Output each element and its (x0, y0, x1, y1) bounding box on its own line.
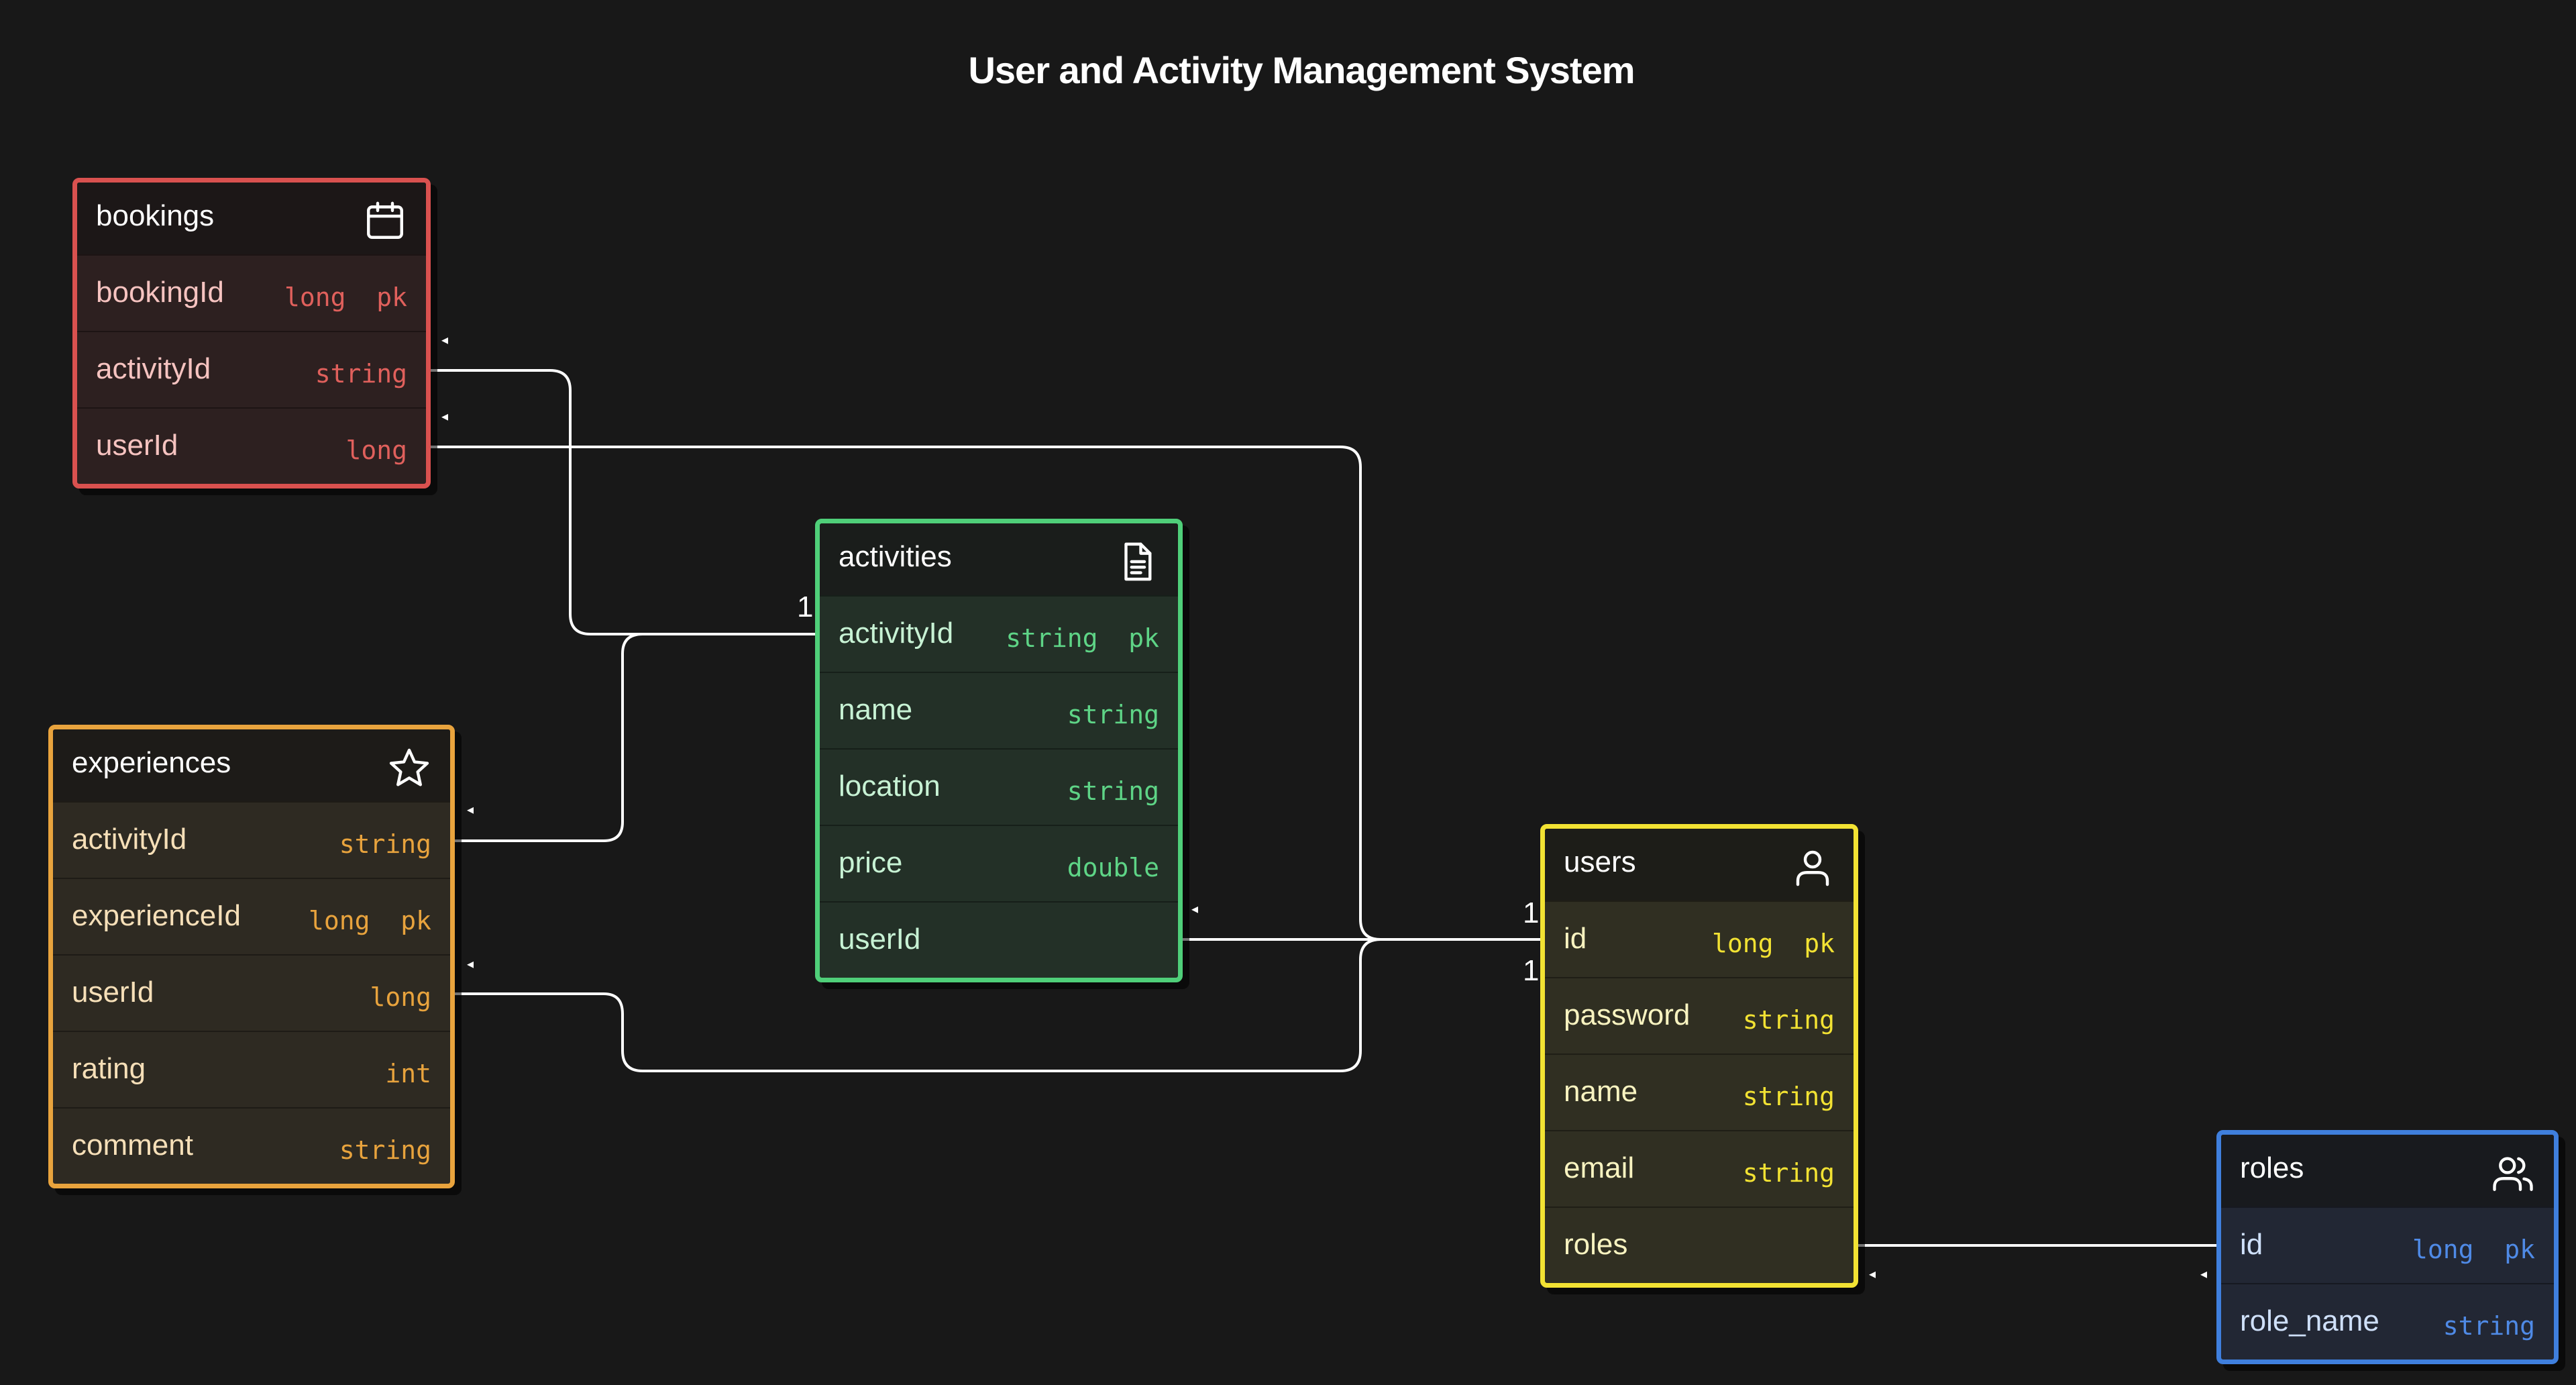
field-row[interactable]: userId long (53, 954, 450, 1031)
field-name: email (1564, 1151, 1635, 1184)
field-name: id (2240, 1228, 2263, 1261)
cardinality-label: 1 (1523, 954, 1540, 987)
field-row[interactable]: role_name string (2221, 1283, 2554, 1360)
field-type: int (385, 1059, 431, 1088)
table-users[interactable]: users id long pk password string name st… (1540, 824, 1858, 1288)
field-type: string (339, 1135, 431, 1165)
table-header[interactable]: activities (820, 523, 1178, 595)
fk-marker: ◂ (441, 333, 449, 348)
fk-marker: ◂ (467, 957, 474, 972)
field-type: string (339, 829, 431, 859)
table-name: bookings (96, 199, 215, 232)
field-name: bookingId (96, 276, 224, 309)
field-name: price (839, 846, 903, 879)
field-name: userId (72, 976, 154, 1009)
field-type: string (1067, 700, 1159, 729)
document-icon (1124, 542, 1152, 581)
calendar-icon (367, 201, 403, 239)
table-name: roles (2240, 1151, 2304, 1184)
field-row[interactable]: name string (1545, 1054, 1854, 1130)
field-name: activityId (72, 823, 187, 856)
field-row[interactable]: name string (820, 672, 1178, 748)
table-header[interactable]: users (1545, 829, 1854, 901)
field-type: string (315, 359, 407, 389)
field-row[interactable]: rating int (53, 1031, 450, 1107)
field-type: long pk (284, 283, 407, 312)
fk-marker: ◂ (2200, 1267, 2208, 1282)
fk-marker: ◂ (1869, 1267, 1876, 1282)
field-type: string (1742, 1005, 1835, 1035)
field-name: rating (72, 1052, 146, 1085)
field-name: experienceId (72, 899, 241, 932)
field-type: string (1067, 776, 1159, 806)
field-type: long (345, 435, 407, 465)
table-header[interactable]: roles (2221, 1135, 2554, 1207)
field-type: long pk (2412, 1235, 2535, 1264)
table-name: experiences (72, 746, 231, 779)
table-header[interactable]: bookings (77, 183, 426, 254)
field-row[interactable]: price double (820, 825, 1178, 901)
field-row[interactable]: comment string (53, 1107, 450, 1184)
star-icon (389, 748, 429, 786)
user-icon (1796, 850, 1829, 886)
field-type: string (2443, 1311, 2535, 1341)
field-row[interactable]: location string (820, 748, 1178, 825)
field-type: double (1067, 853, 1159, 882)
field-row[interactable]: userId (820, 901, 1178, 978)
table-name: users (1564, 845, 1636, 878)
table-name: activities (839, 540, 952, 573)
field-row[interactable]: id long pk (2221, 1207, 2554, 1283)
relation-bookings-activities (424, 369, 820, 635)
field-row[interactable]: bookingId long pk (77, 254, 426, 331)
field-type: long (370, 982, 431, 1012)
fk-marker: ◂ (1191, 902, 1199, 917)
field-name: userId (96, 429, 178, 462)
field-name: location (839, 770, 941, 803)
users-icon (2493, 1157, 2533, 1191)
field-row[interactable]: email string (1545, 1130, 1854, 1207)
field-row[interactable]: roles (1545, 1207, 1854, 1283)
table-roles[interactable]: roles id long pk role_name string (2216, 1130, 2559, 1364)
field-type: string pk (1006, 623, 1159, 653)
cardinality-label: 1 (797, 591, 814, 623)
fk-marker: ◂ (441, 409, 449, 424)
field-name: id (1564, 922, 1587, 955)
field-type: long pk (308, 906, 431, 935)
field-row[interactable]: experienceId long pk (53, 878, 450, 954)
field-row[interactable]: activityId string (77, 331, 426, 407)
field-name: roles (1564, 1228, 1628, 1261)
field-type: long pk (1711, 929, 1835, 958)
fk-marker: ◂ (467, 803, 474, 817)
field-type: string (1742, 1082, 1835, 1111)
field-name: password (1564, 998, 1690, 1031)
table-header[interactable]: experiences (53, 729, 450, 801)
table-activities[interactable]: activities activityId string pk name str… (815, 519, 1183, 982)
field-name: name (839, 693, 913, 726)
field-name: comment (72, 1129, 193, 1162)
field-row[interactable]: activityId string (53, 801, 450, 878)
table-bookings[interactable]: bookings bookingId long pk activityId st… (72, 178, 431, 489)
field-name: role_name (2240, 1304, 2379, 1337)
field-name: activityId (96, 352, 211, 385)
field-row[interactable]: activityId string pk (820, 595, 1178, 672)
relation-experiences-activities (448, 633, 820, 842)
cardinality-label: 1 (1523, 896, 1540, 929)
table-experiences[interactable]: experiences activityId string experience… (48, 725, 455, 1188)
field-row[interactable]: id long pk (1545, 901, 1854, 977)
field-name: name (1564, 1075, 1638, 1108)
field-row[interactable]: userId long (77, 407, 426, 484)
field-row[interactable]: password string (1545, 977, 1854, 1054)
field-type: string (1742, 1158, 1835, 1188)
field-name: activityId (839, 617, 954, 650)
field-name: userId (839, 923, 921, 956)
diagram-title: User and Activity Management System (968, 49, 1635, 91)
